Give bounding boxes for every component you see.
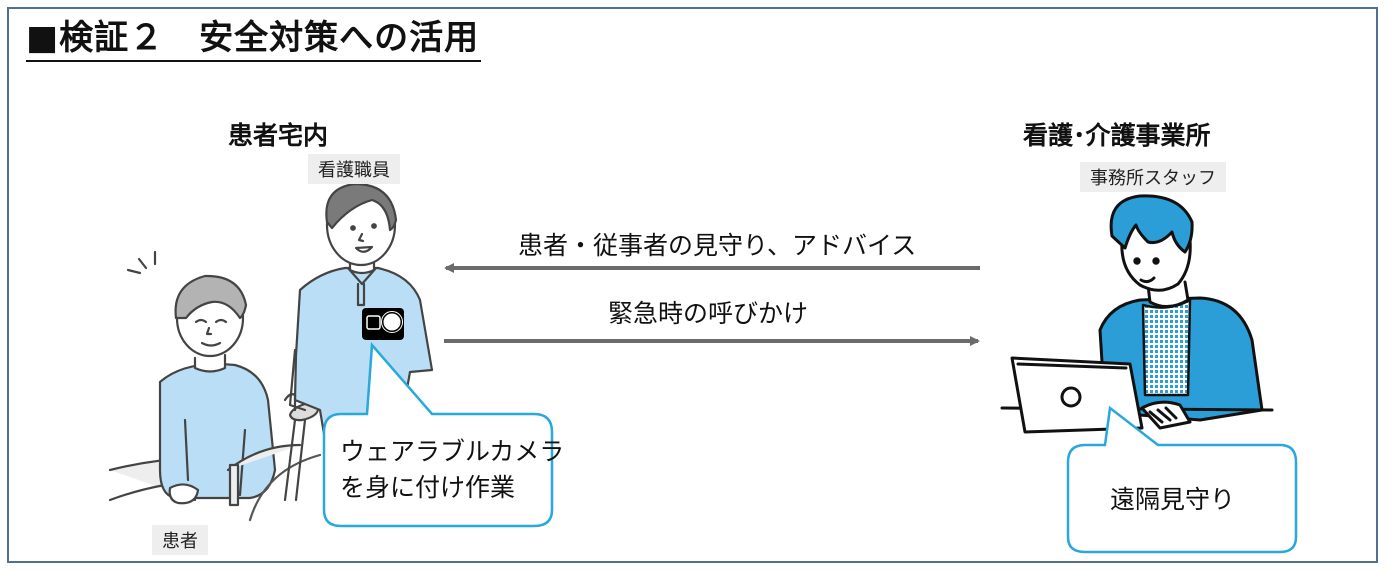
- camera-bubble-text: ウェアラブルカメラ を身に付け作業: [340, 434, 564, 506]
- patient-tag: 患者: [152, 525, 208, 555]
- page-title: ■検証２ 安全対策への活用: [26, 16, 482, 62]
- remote-watch-bubble-text: 遠隔見守り: [1110, 485, 1236, 514]
- camera-bubble-line-2: を身に付け作業: [340, 473, 516, 502]
- camera-speech-bubble: [322, 341, 554, 528]
- nurse-tag: 看護職員: [308, 154, 400, 184]
- flow-label-watch-advice: 患者・従事者の見守り、アドバイス: [518, 231, 917, 260]
- patient-home-heading: 患者宅内: [228, 121, 329, 150]
- patient-illustration: [108, 250, 322, 522]
- diagram-frame: [7, 7, 1378, 563]
- care-office-heading: 看護･介護事業所: [1023, 121, 1211, 150]
- flow-label-emergency-call: 緊急時の呼びかけ: [608, 299, 809, 328]
- office-staff-tag: 事務所スタッフ: [1080, 162, 1226, 192]
- wearable-camera-icon: [362, 308, 404, 340]
- camera-bubble-line-1: ウェアラブルカメラ: [340, 437, 565, 466]
- remote-watch-speech-bubble: [1066, 405, 1298, 554]
- office-staff-illustration: [1000, 194, 1274, 434]
